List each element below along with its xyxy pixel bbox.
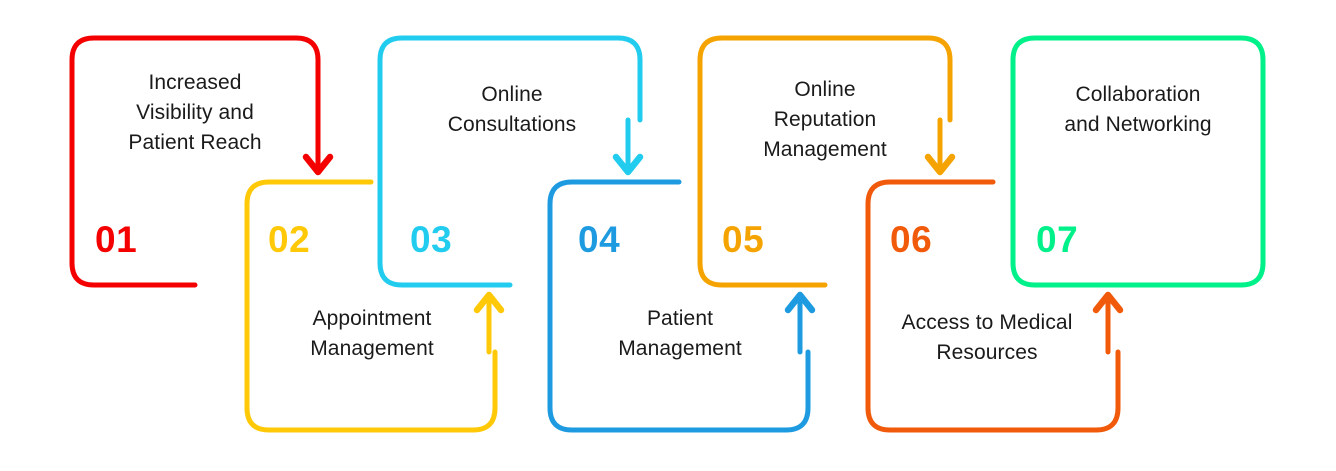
step-card-02[interactable]: [244, 179, 505, 433]
connector-arrow-01: [302, 117, 334, 176]
step-number-04: 04: [578, 219, 621, 260]
card-outline-07: [1010, 35, 1266, 288]
card-outline-02: [244, 179, 498, 433]
step-number-05: 05: [722, 219, 765, 260]
step-number-07: 07: [1036, 219, 1079, 260]
step-number-01: 01: [95, 219, 138, 260]
connector-arrow-03: [612, 117, 644, 176]
step-label-03: Online Consultations: [447, 83, 577, 136]
card-outline-06: [865, 179, 1121, 433]
arrow-head-down: [612, 153, 644, 176]
step-label-05: Online Reputation Management: [763, 78, 887, 161]
step-label-04: Patient Management: [618, 307, 742, 360]
arrow-head-down: [924, 153, 956, 176]
card-outline-05: [697, 35, 953, 288]
step-card-04[interactable]: [547, 179, 816, 433]
arrow-head-up: [473, 291, 505, 314]
arrow-head-up: [1092, 291, 1124, 314]
step-label-06: Access to Medical Resources: [901, 311, 1073, 364]
connector-arrow-04: [784, 291, 816, 355]
step-label-02: Appointment Management: [310, 307, 434, 360]
step-number-03: 03: [410, 219, 453, 260]
step-number-06: 06: [890, 219, 933, 260]
card-outline-03: [377, 35, 643, 288]
step-label-01: Increased Visibility and Patient Reach: [128, 71, 262, 154]
arrow-head-up: [784, 291, 816, 314]
step-card-01[interactable]: [69, 35, 334, 288]
card-outline-04: [547, 179, 811, 433]
connector-arrow-06: [1092, 291, 1124, 355]
connector-arrow-02: [473, 291, 505, 355]
step-card-06[interactable]: [865, 179, 1124, 433]
step-label-07: Collaboration and Networking: [1064, 83, 1212, 136]
card-outline-01: [69, 35, 321, 288]
step-card-07[interactable]: [1010, 35, 1266, 288]
connector-arrow-05: [924, 117, 956, 176]
step-card-03[interactable]: [377, 35, 644, 288]
step-number-02: 02: [268, 219, 311, 260]
step-card-05[interactable]: [697, 35, 956, 288]
arrow-head-down: [302, 153, 334, 176]
